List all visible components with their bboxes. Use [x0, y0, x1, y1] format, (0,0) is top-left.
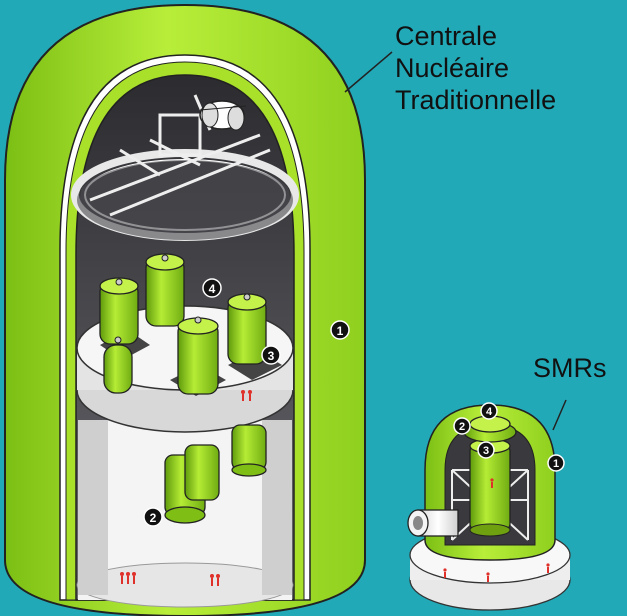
smr-plant: 1 2 3 4: [407, 399, 571, 611]
ground-floor: [76, 562, 294, 608]
people-icon: [546, 563, 550, 573]
people-icon: [486, 572, 490, 582]
people-icon: [490, 478, 494, 488]
marker-2: 2: [143, 507, 163, 527]
traditional-label-line2: Nucléaire: [395, 53, 510, 83]
lower-left-wall: [78, 420, 108, 595]
marker-4: 4: [202, 278, 222, 298]
people-icon: [120, 572, 136, 584]
svg-text:4: 4: [486, 406, 493, 418]
traditional-plant: 1 2 3 4: [4, 3, 393, 616]
crane-winch: [199, 100, 247, 131]
steam-generator: [227, 293, 267, 365]
people-icon: [443, 568, 447, 578]
traditional-plant-label: Centrale Nucléaire Traditionnelle: [395, 20, 556, 116]
smr-module: [463, 415, 517, 537]
leader-line-smr: [552, 399, 567, 431]
lower-tank: [231, 424, 267, 477]
smr-outlet-pipe: [407, 509, 459, 537]
svg-text:4: 4: [209, 282, 216, 296]
smr-label: SMRs: [533, 353, 607, 383]
svg-text:1: 1: [553, 458, 559, 470]
smr-marker-4: 4: [480, 402, 498, 420]
svg-text:3: 3: [268, 349, 275, 363]
pressurizer: [103, 336, 133, 394]
marker-1: 1: [330, 320, 350, 340]
crane-bridge: [89, 94, 271, 217]
svg-text:2: 2: [150, 511, 157, 525]
svg-text:1: 1: [337, 324, 344, 338]
marker-3: 3: [261, 345, 281, 365]
steam-generator: [99, 277, 139, 345]
lower-tank: [184, 444, 220, 501]
steam-generator: [177, 316, 219, 395]
svg-text:3: 3: [483, 445, 489, 457]
smr-marker-1: 1: [547, 454, 565, 472]
steam-generator: [145, 253, 185, 327]
people-icon: [241, 390, 252, 401]
lower-right-wall: [262, 420, 292, 595]
leader-line-traditional: [344, 51, 393, 93]
smr-marker-3: 3: [477, 441, 495, 459]
traditional-label-line1: Centrale: [395, 21, 498, 51]
traditional-label-line3: Traditionnelle: [395, 85, 557, 115]
crane-ring-floor: [77, 160, 293, 240]
people-icon: [210, 574, 220, 586]
smr-marker-2: 2: [453, 417, 471, 435]
svg-text:2: 2: [459, 421, 465, 433]
